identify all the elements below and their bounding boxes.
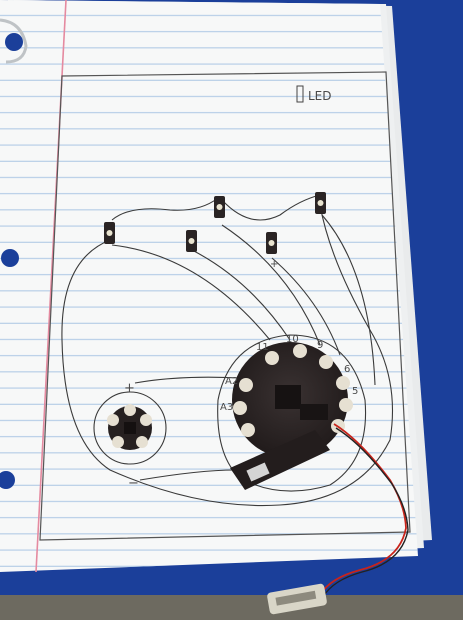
- led-3: [315, 192, 326, 214]
- battery-plus-label: +: [124, 381, 135, 396]
- led-2: [214, 196, 225, 218]
- board-chip: [275, 385, 301, 409]
- table-edge: [0, 595, 463, 620]
- pin-label-a3: A3: [220, 402, 233, 413]
- led-5: [266, 232, 277, 254]
- main-controller-board: [230, 342, 353, 490]
- binder-hole: [0, 471, 15, 489]
- led-4: [186, 230, 197, 252]
- led-legend: LED: [296, 85, 332, 103]
- board-pads: [233, 344, 353, 437]
- board-connector: [300, 404, 328, 420]
- led-legend-box: [296, 85, 304, 103]
- binder-hole: [1, 249, 19, 267]
- pin-label-6: 6: [344, 364, 350, 375]
- lipo-battery: [267, 583, 327, 615]
- pin-label-a2: A2: [225, 376, 238, 387]
- binder-ring: [0, 18, 28, 64]
- led-components: +: [104, 192, 326, 270]
- notebook-sheet: [0, 0, 418, 573]
- battery-holder: + −: [107, 381, 152, 491]
- battery-wire-red: [319, 423, 407, 596]
- led-legend-label: LED: [308, 89, 332, 103]
- pin-label-5: 5: [352, 386, 358, 397]
- pin-label-11: 11: [256, 342, 269, 353]
- led-1: [104, 222, 115, 244]
- led-plus-sign: +: [270, 259, 278, 270]
- usb-port: [246, 462, 270, 482]
- battery-wire-black: [322, 427, 409, 598]
- binder-hole: [5, 33, 23, 51]
- pencil-border: [39, 71, 411, 541]
- pin-labels: 11 10 9 A2 A3 6 5: [220, 334, 358, 413]
- pin-label-10: 10: [286, 334, 299, 345]
- pin-label-9: 9: [317, 340, 323, 351]
- battery-minus-label: −: [128, 476, 139, 491]
